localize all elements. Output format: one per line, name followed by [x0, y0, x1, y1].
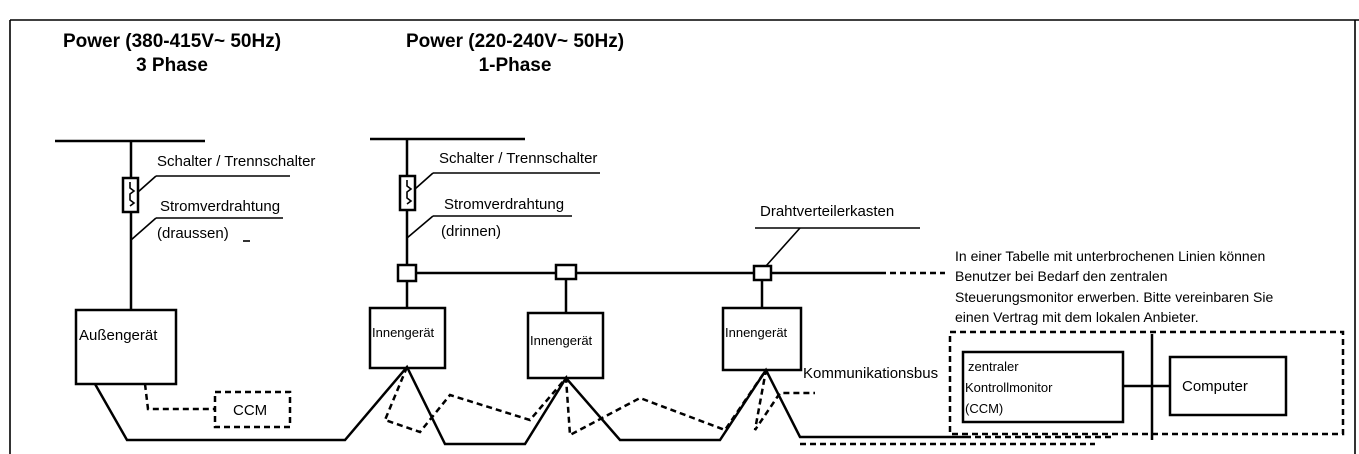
leader-switch-right	[414, 172, 434, 190]
indoor-unit-3-label: Innengerät	[725, 325, 788, 340]
outdoor-to-ccm-link	[143, 383, 215, 411]
indoor-unit-2-label: Innengerät	[530, 333, 593, 348]
power-1phase-subtitle: 1-Phase	[479, 55, 552, 76]
breaker-contact-outdoor	[129, 182, 136, 207]
outdoor-unit	[74, 308, 178, 386]
central-monitor-label-2: Kontrollmonitor	[965, 380, 1053, 395]
outdoor-unit-label: Außengerät	[79, 327, 158, 344]
computer-box	[1168, 355, 1288, 417]
leader-switch-left	[137, 175, 157, 193]
breaker-contact-indoor	[406, 180, 413, 205]
communication-bus-dashed	[383, 366, 815, 438]
wiring-label-left-1: Stromverdrahtung	[160, 198, 280, 215]
note-line-1: In einer Tabelle mit unterbrochenen Lini…	[955, 248, 1265, 264]
power-3phase-subtitle: 3 Phase	[136, 55, 208, 76]
leader-wiring-left	[130, 217, 157, 241]
wiring-label-right-2: (drinnen)	[441, 223, 501, 240]
distribution-box-label: Drahtverteilerkasten	[760, 203, 894, 220]
note-line-4: einen Vertrag mit dem lokalen Anbieter.	[955, 309, 1199, 325]
optional-monitor-group	[948, 330, 1345, 436]
central-monitor-label-3: (CCM)	[965, 401, 1003, 416]
computer-label: Computer	[1182, 378, 1248, 395]
wiring-label-right-1: Stromverdrahtung	[444, 196, 564, 213]
communication-bus-solid	[93, 364, 965, 446]
indoor-unit-1-label: Innengerät	[372, 325, 435, 340]
junction-box-3	[752, 264, 773, 282]
indoor-unit-3	[721, 306, 803, 372]
junction-box-1	[396, 263, 418, 283]
ccm-small-label: CCM	[233, 402, 267, 419]
power-1phase-title: Power (220-240V~ 50Hz)	[406, 31, 624, 52]
power-3phase-title: Power (380-415V~ 50Hz)	[63, 31, 281, 52]
switch-label-left: Schalter / Trennschalter	[157, 153, 315, 170]
central-monitor-label-1: zentraler	[968, 359, 1019, 374]
note-line-2: Benutzer bei Bedarf den zentralen	[955, 268, 1167, 284]
indoor-unit-2	[526, 311, 605, 380]
distribution-label-leader	[765, 227, 801, 267]
junction-box-2	[554, 263, 578, 281]
bus-label: Kommunikationsbus	[803, 365, 938, 382]
note-line-3: Steuerungsmonitor erwerben. Bitte verein…	[955, 289, 1274, 305]
leader-wiring-right	[406, 215, 434, 239]
diagram-frame	[9, 19, 1359, 454]
switch-label-right: Schalter / Trennschalter	[439, 150, 597, 167]
wiring-label-left-2: (draussen)	[157, 225, 229, 242]
